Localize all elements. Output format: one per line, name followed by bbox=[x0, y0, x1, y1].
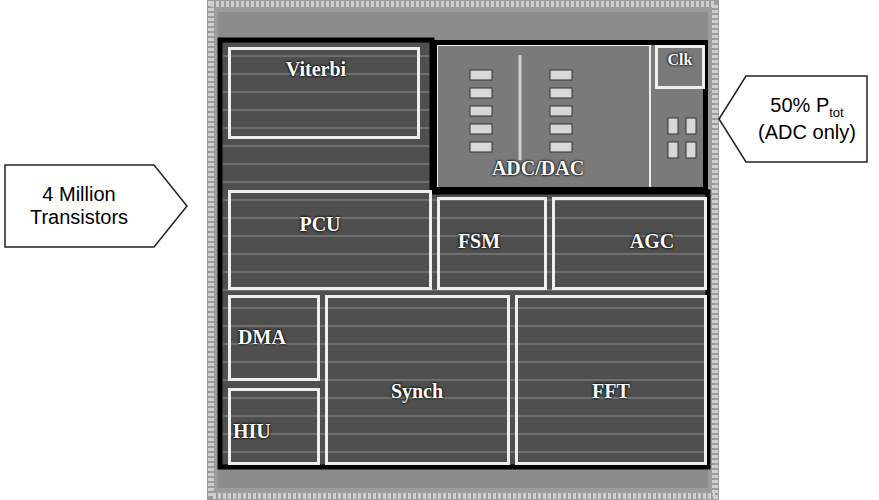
callout-line: 50% Ptot bbox=[770, 94, 843, 121]
capacitor bbox=[470, 124, 492, 134]
metal-line bbox=[222, 433, 706, 435]
metal-line bbox=[222, 397, 706, 399]
callout-text: 4 Million Transistors bbox=[4, 164, 154, 248]
analog-region bbox=[432, 40, 708, 192]
callout-outline bbox=[719, 76, 867, 162]
analog-block-outline bbox=[437, 45, 650, 188]
node-label: tot bbox=[829, 105, 843, 120]
capacitor bbox=[550, 88, 572, 98]
chip-block: Synch bbox=[325, 295, 510, 465]
capacitor bbox=[686, 142, 696, 158]
node-label: AGC bbox=[630, 230, 674, 253]
capacitor bbox=[550, 106, 572, 116]
metal-line bbox=[222, 181, 430, 183]
digital-core bbox=[220, 40, 708, 467]
metal-line bbox=[222, 343, 706, 345]
node-label: 4 Million Transistors bbox=[19, 183, 139, 229]
pad-ring bbox=[211, 4, 715, 496]
node-label: FSM bbox=[458, 230, 500, 253]
chip-block: AGC bbox=[552, 197, 707, 290]
capacitor bbox=[668, 118, 678, 134]
node-label: 50% P bbox=[770, 94, 829, 116]
chip-block: PCU bbox=[228, 190, 432, 290]
node-label: ADC/DAC bbox=[492, 157, 584, 180]
capacitor-array bbox=[470, 70, 696, 158]
metal-line bbox=[222, 415, 706, 417]
node-label: PCU bbox=[299, 213, 340, 236]
metal-lines bbox=[222, 56, 706, 452]
metal-line bbox=[222, 271, 706, 273]
chip-block: HIU bbox=[228, 388, 320, 465]
callout-box: 50% Ptot(ADC only) bbox=[718, 75, 868, 163]
capacitor bbox=[550, 124, 572, 134]
metal-line bbox=[222, 253, 706, 255]
metal-line bbox=[222, 145, 430, 147]
chip-block: FFT bbox=[515, 295, 707, 465]
callout-box: 4 Million Transistors bbox=[4, 164, 188, 248]
node-label: Synch bbox=[391, 380, 443, 403]
capacitor bbox=[550, 70, 572, 80]
chip-block: DMA bbox=[228, 295, 320, 381]
die-outline bbox=[207, 0, 719, 500]
metal-line bbox=[222, 307, 706, 309]
metal-line bbox=[222, 91, 430, 93]
metal-line bbox=[222, 55, 430, 57]
capacitor bbox=[470, 88, 492, 98]
capacitor bbox=[686, 118, 696, 134]
metal-line bbox=[222, 361, 706, 363]
digital-outline bbox=[220, 40, 708, 467]
capacitor bbox=[470, 70, 492, 80]
metal-line bbox=[222, 109, 430, 111]
chip-block: ADC/DAC Clk bbox=[432, 40, 708, 192]
metal-line bbox=[222, 451, 706, 453]
chip-block: FSM bbox=[437, 197, 547, 290]
node-label: Clk bbox=[668, 51, 693, 69]
node-label: HIU bbox=[233, 420, 271, 443]
capacitor bbox=[470, 142, 492, 152]
metal-line bbox=[222, 325, 706, 327]
capacitor bbox=[470, 106, 492, 116]
die-inner bbox=[218, 12, 708, 488]
node-label: Viterbi bbox=[286, 58, 346, 81]
chip-block: Clk bbox=[655, 45, 705, 89]
callout-text: 50% Ptot(ADC only) bbox=[746, 75, 868, 163]
capacitor bbox=[668, 142, 678, 158]
node-label: DMA bbox=[238, 326, 286, 349]
node-label: FFT bbox=[592, 380, 630, 403]
metal-line bbox=[222, 127, 430, 129]
callout-outline bbox=[5, 165, 187, 247]
analog-bus bbox=[519, 55, 522, 160]
chip-block: Viterbi bbox=[228, 47, 420, 139]
capacitor bbox=[550, 142, 572, 152]
metal-line bbox=[222, 217, 706, 219]
metal-line bbox=[222, 163, 430, 165]
callout-shape bbox=[718, 75, 868, 163]
node-label: (ADC only) bbox=[758, 121, 856, 144]
